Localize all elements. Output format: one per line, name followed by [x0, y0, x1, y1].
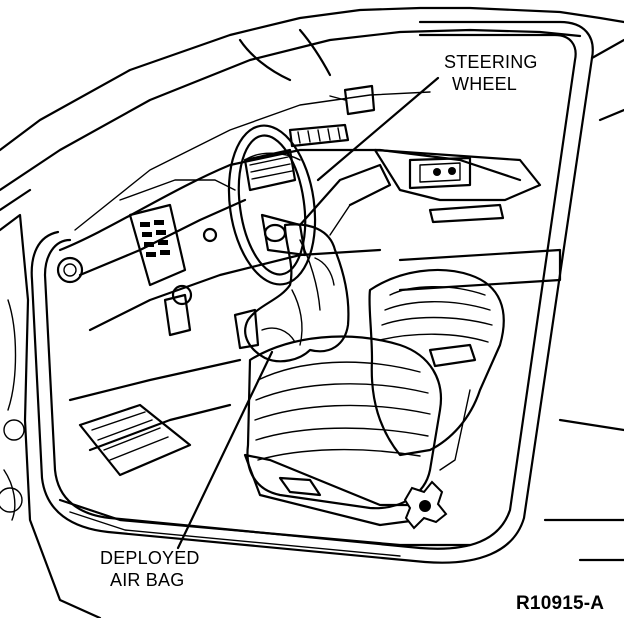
air-bag-leader: [176, 350, 274, 550]
air-bag-label-line2: AIR BAG: [110, 570, 185, 590]
deployed-air-bag: [244, 223, 350, 363]
front-seat: [243, 268, 505, 530]
center-stack-buttons: [140, 220, 170, 257]
steering-wheel-label-line2: WHEEL: [452, 74, 518, 94]
air-bag-label-line1: DEPLOYED: [100, 548, 200, 568]
figure-code: R10915-A: [516, 593, 605, 614]
steering-wheel-leader: [316, 76, 440, 182]
door-sill: [58, 498, 472, 557]
steering-wheel: [227, 124, 317, 286]
car-body-outline: [0, 6, 624, 231]
far-door-panel: [373, 148, 562, 292]
leader-lines: [176, 76, 440, 550]
steering-wheel-label-line1: STEERING: [444, 52, 538, 72]
steering-column: [298, 163, 392, 236]
door-opening-frame: [30, 20, 624, 564]
front-door-edge: [0, 213, 102, 618]
floor-area: [68, 293, 260, 477]
